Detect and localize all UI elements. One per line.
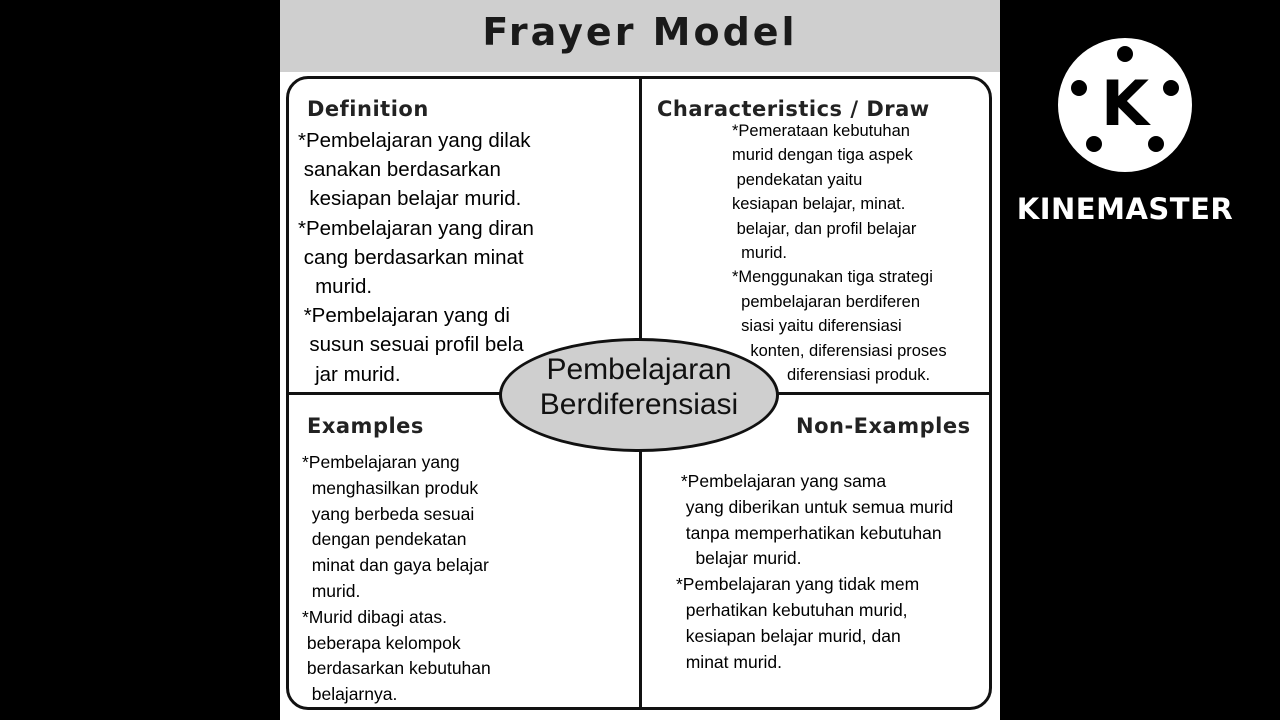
non-examples-line: perhatikan kebutuhan murid,: [676, 599, 908, 620]
definition-line: cang berdasarkan minat: [298, 245, 524, 269]
examples-line: *Pembelajaran yang: [302, 452, 460, 472]
examples-line: beberapa kelompok: [302, 632, 461, 653]
definition-line: jar murid.: [298, 362, 401, 386]
examples-line: belajarnya.: [302, 684, 398, 705]
characteristics-line: belajar, dan profil belajar: [732, 219, 917, 238]
non-examples-line: belajar murid.: [676, 548, 802, 569]
examples-line: minat dan gaya belajar: [302, 555, 489, 576]
characteristics-line: *Menggunakan tiga strategi: [732, 268, 933, 287]
characteristics-line: *Pemerataan kebutuhan: [732, 122, 910, 140]
definition-heading: Definition: [307, 97, 429, 121]
non-examples-line: *Pembelajaran yang tidak mem: [676, 574, 920, 595]
center-term: Pembelajaran Berdiferensiasi: [499, 352, 779, 422]
characteristics-line: pendekatan yaitu: [732, 170, 863, 189]
non-examples-line: kesiapan belajar murid, dan: [676, 625, 901, 646]
non-examples-line: minat murid.: [676, 651, 782, 672]
examples-line: menghasilkan produk: [302, 477, 479, 498]
examples-line: *Murid dibagi atas.: [302, 606, 447, 627]
brand-watermark: KINEMASTER: [1016, 192, 1234, 226]
title-bar: Frayer Model: [280, 0, 1000, 72]
center-oval: [499, 338, 779, 452]
examples-line: murid.: [302, 580, 361, 601]
page-title: Frayer Model: [482, 10, 798, 54]
non-examples-text: *Pembelajaran yang sama yang diberikan u…: [676, 469, 953, 675]
center-term-line: Pembelajaran: [546, 353, 732, 386]
characteristics-line: diferensiasi produk.: [732, 366, 931, 385]
characteristics-line: murid dengan tiga aspek: [732, 146, 913, 165]
non-examples-heading: Non-Examples: [796, 414, 971, 438]
non-examples-line: tanpa memperhatikan kebutuhan: [676, 522, 942, 543]
characteristics-line: kesiapan belajar, minat.: [732, 195, 906, 214]
characteristics-text: *Pemerataan kebutuhan murid dengan tiga …: [732, 119, 947, 387]
non-examples-line: yang diberikan untuk semua murid: [676, 496, 954, 517]
definition-line: susun sesuai profil bela: [298, 333, 524, 357]
examples-text: *Pembelajaran yang menghasilkan produk y…: [302, 450, 491, 708]
definition-line: sanakan berdasarkan: [298, 158, 501, 182]
center-term-line: Berdiferensiasi: [539, 388, 739, 421]
definition-line: *Pembelajaran yang di: [298, 304, 510, 328]
definition-line: kesiapan belajar murid.: [298, 187, 522, 211]
examples-line: yang berbeda sesuai: [302, 503, 475, 524]
frayer-page: Frayer Model Definition *Pembelajaran ya…: [280, 0, 1000, 720]
characteristics-heading: Characteristics / Draw: [657, 97, 930, 121]
definition-text: *Pembelajaran yang dilak sanakan berdasa…: [298, 126, 534, 389]
characteristics-line: murid.: [732, 244, 788, 263]
logo-letter: K: [1101, 67, 1151, 140]
examples-line: berdasarkan kebutuhan: [302, 658, 491, 679]
definition-line: murid.: [298, 275, 373, 299]
kinemaster-logo-icon: K: [1058, 38, 1192, 172]
characteristics-line: pembelajaran berdiferen: [732, 292, 921, 311]
examples-heading: Examples: [307, 414, 424, 438]
characteristics-line: konten, diferensiasi proses: [732, 341, 947, 360]
definition-line: *Pembelajaran yang dilak: [298, 129, 531, 152]
characteristics-line: siasi yaitu diferensiasi: [732, 317, 902, 336]
definition-line: *Pembelajaran yang diran: [298, 216, 534, 240]
examples-line: dengan pendekatan: [302, 529, 467, 550]
non-examples-line: *Pembelajaran yang sama: [676, 471, 887, 491]
